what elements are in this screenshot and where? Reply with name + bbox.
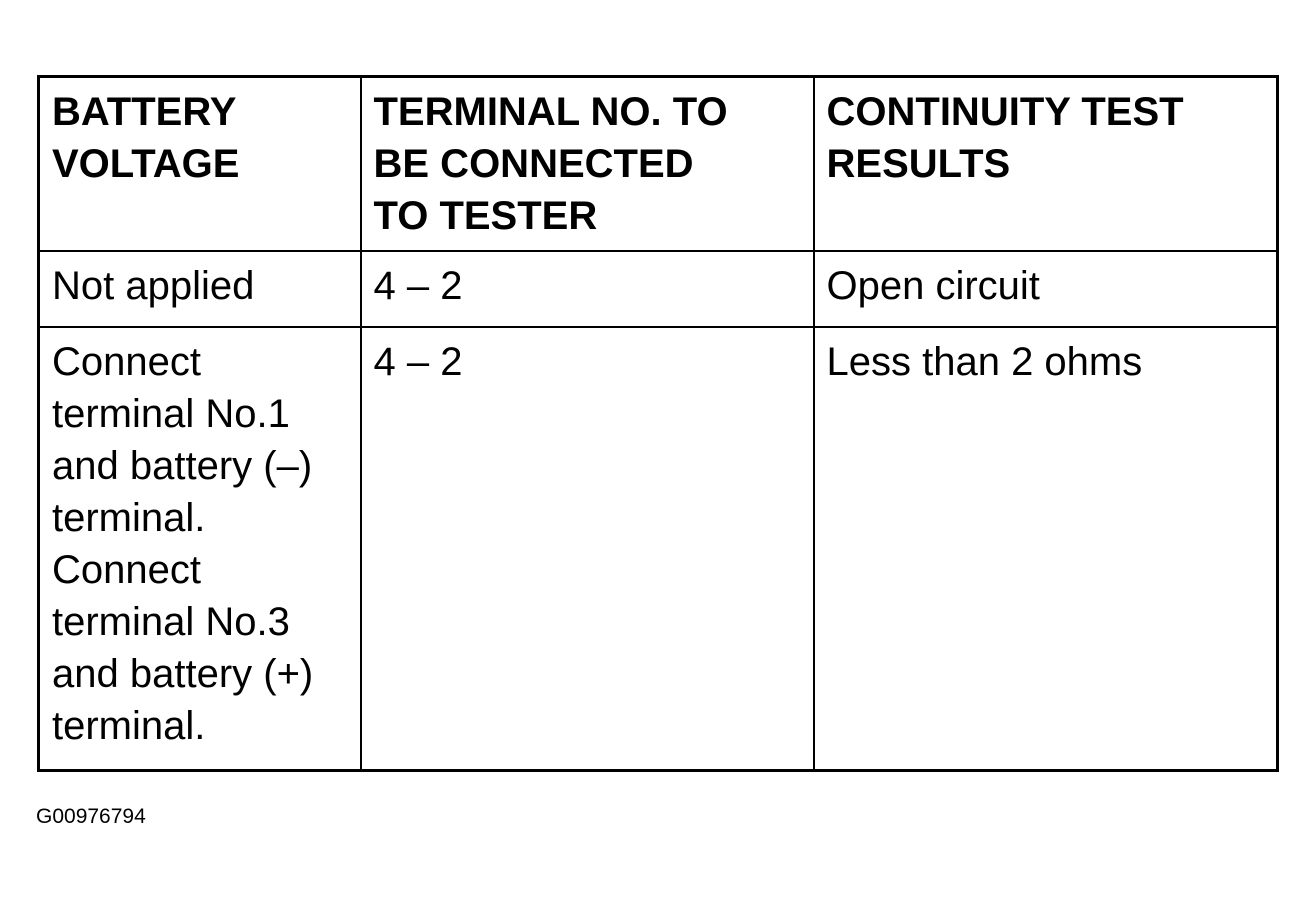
header-text-line: TERMINAL NO. TO [373, 90, 728, 134]
header-text-line: VOLTAGE [52, 142, 240, 186]
figure-id-label: G00976794 [36, 805, 146, 828]
header-row: BATTERY VOLTAGE TERMINAL NO. TO BE CONNE… [37, 75, 1279, 252]
cell-result: Open circuit [812, 249, 1279, 328]
header-battery-voltage: BATTERY VOLTAGE [37, 75, 362, 252]
cell-text-line: Connect [52, 547, 201, 592]
header-text-line: BATTERY [52, 90, 237, 134]
header-text-line: CONTINUITY TEST [826, 90, 1184, 134]
cell-text-line: 4 – 2 [373, 339, 463, 384]
cell-text-line: Not applied [52, 263, 255, 308]
header-terminal-no: TERMINAL NO. TO BE CONNECTED TO TESTER [359, 75, 815, 252]
cell-text-line: and battery (–) [52, 443, 313, 488]
cell-text-line: terminal. [52, 703, 206, 748]
header-text-line: BE CONNECTED [373, 142, 694, 186]
header-text-line: TO TESTER [373, 194, 598, 238]
cell-terminal: 4 – 2 [359, 325, 815, 772]
cell-text-line: 4 – 2 [373, 263, 463, 308]
table-row: Connect terminal No.1 and battery (–) te… [37, 325, 1279, 772]
table-row: Not applied 4 – 2 Open circuit [37, 249, 1279, 328]
cell-result: Less than 2 ohms [812, 325, 1279, 772]
cell-text-line: Less than 2 ohms [826, 339, 1143, 384]
cell-text-line: Open circuit [826, 263, 1040, 308]
cell-text-line: terminal No.3 [52, 599, 290, 644]
cell-text-line: terminal No.1 [52, 391, 290, 436]
cell-text-line: and battery (+) [52, 651, 314, 696]
cell-text-line: Connect [52, 339, 201, 384]
header-text-line: RESULTS [826, 142, 1011, 186]
header-continuity-results: CONTINUITY TEST RESULTS [812, 75, 1279, 252]
cell-terminal: 4 – 2 [359, 249, 815, 328]
cell-battery-voltage: Connect terminal No.1 and battery (–) te… [37, 325, 362, 772]
continuity-test-table: BATTERY VOLTAGE TERMINAL NO. TO BE CONNE… [37, 75, 1279, 772]
cell-battery-voltage: Not applied [37, 249, 362, 328]
cell-text-line: terminal. [52, 495, 206, 540]
